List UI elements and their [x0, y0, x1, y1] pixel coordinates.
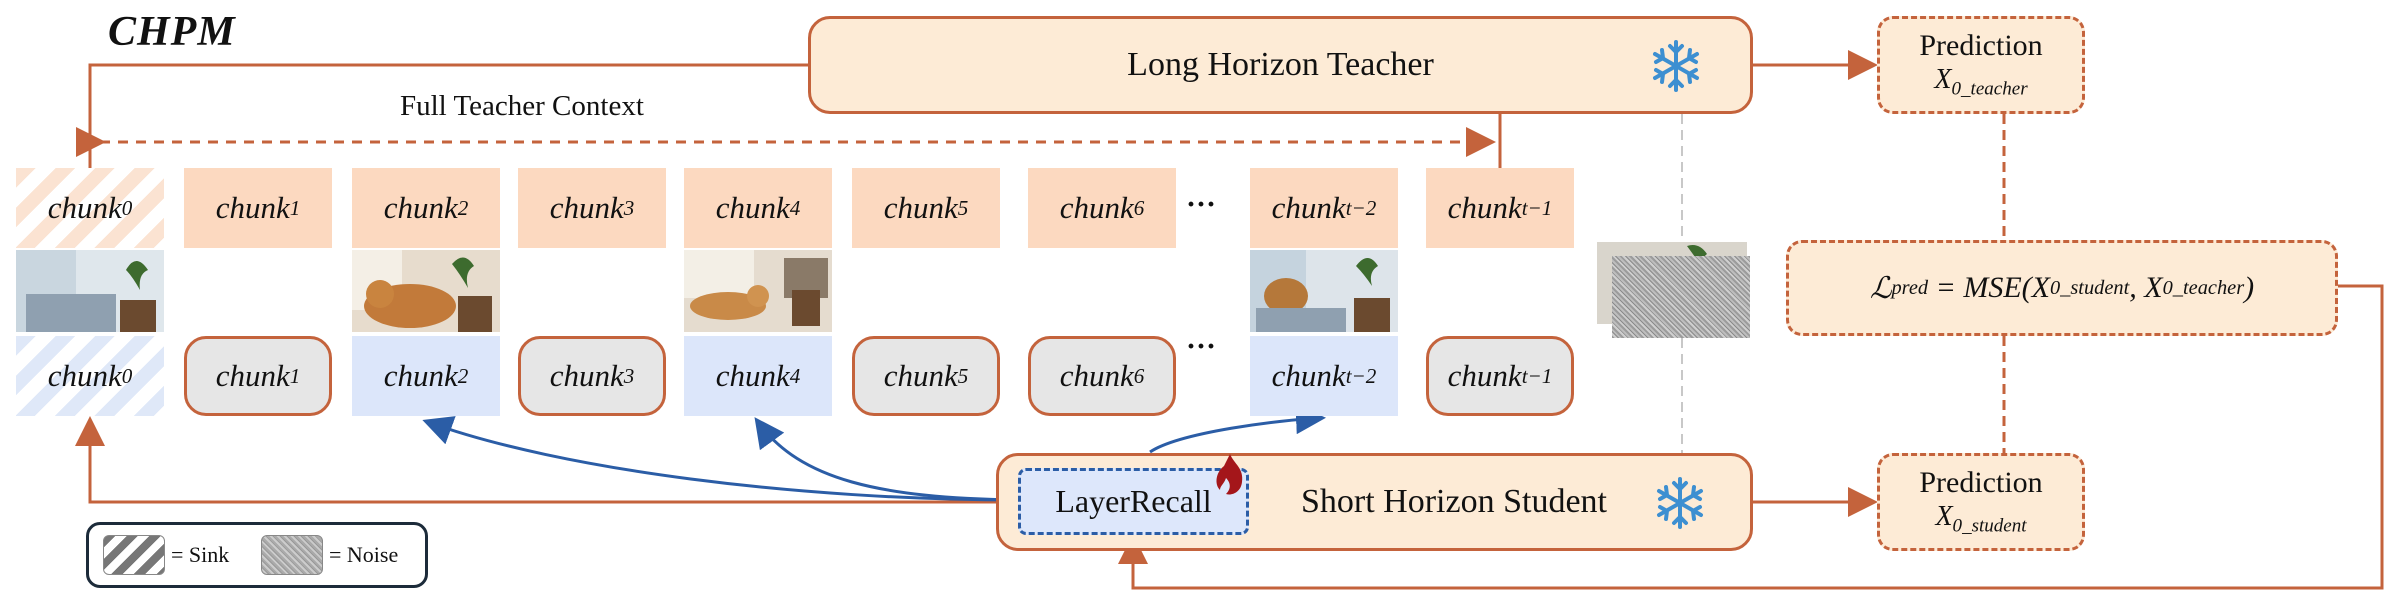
student-label: Short Horizon Student: [1301, 483, 1607, 520]
noise-swatch: [261, 535, 323, 575]
legend-box: = Sink = Noise: [86, 522, 428, 588]
recall-arrow-chunk4: [754, 417, 1019, 502]
noise-frame-image: [1612, 256, 1750, 338]
recall-arrow-chunk-t2: [1149, 404, 1326, 454]
flame-icon: [1216, 454, 1243, 495]
ellipsis: ···: [1186, 188, 1217, 221]
prediction-student-label: Prediction: [1919, 466, 2043, 500]
video-frame-image: [352, 250, 500, 332]
prediction-student-box: Prediction X0_student: [1877, 453, 2085, 551]
teacher-label: Long Horizon Teacher: [1127, 46, 1434, 83]
teacher-box: Long Horizon Teacher: [808, 16, 1753, 114]
prediction-teacher-box: Prediction X0_teacher: [1877, 16, 2085, 114]
video-frame-image: [1250, 250, 1398, 332]
snowflake-icon: [1653, 40, 1699, 92]
student-to-chunk0-line: [75, 416, 996, 504]
prediction-teacher-label: Prediction: [1919, 29, 2043, 63]
video-frame-image: [16, 250, 164, 332]
video-frame-image: [684, 250, 832, 332]
full-teacher-context-label: Full Teacher Context: [400, 90, 644, 122]
layer-recall-module: LayerRecall: [1018, 468, 1249, 535]
diagram-title: CHPM: [108, 9, 236, 55]
loss-feedback-line: [1118, 284, 2384, 590]
snowflake-icon: [1657, 477, 1703, 529]
sink-swatch: [103, 535, 165, 575]
legend-noise: = Noise: [261, 525, 398, 585]
layer-recall-label: LayerRecall: [1055, 483, 1212, 519]
ellipsis: ···: [1186, 330, 1217, 363]
legend-sink: = Sink: [103, 525, 229, 585]
recall-arrow-chunk2: [422, 416, 1019, 502]
